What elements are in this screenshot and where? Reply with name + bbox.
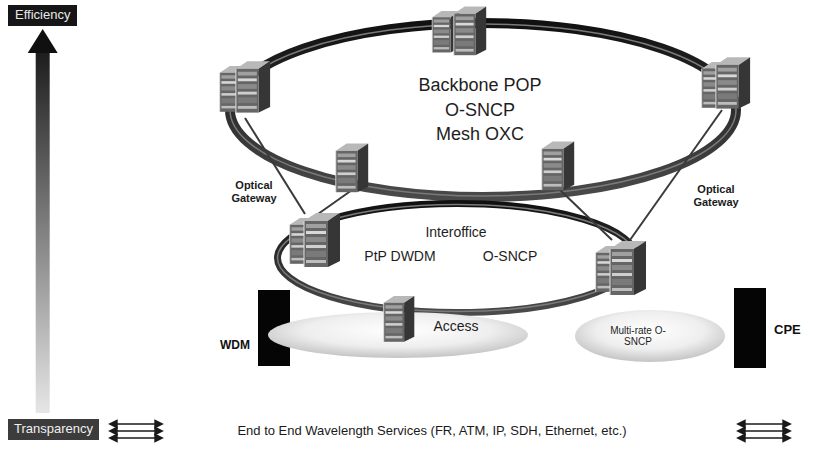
ellipse-fill (575, 310, 725, 362)
double-arrow (738, 437, 790, 439)
ring-label: Backbone POP (418, 75, 541, 96)
ring-highlight (230, 24, 736, 196)
gradient-arrow (36, 53, 50, 413)
multirate-ellipse: Multi-rate O-SNCP (575, 310, 725, 362)
equipment-rack (542, 142, 574, 191)
device-label: CPE (774, 323, 801, 338)
gateway-label: Optical Gateway (687, 183, 745, 208)
optical-gateway-rack (304, 213, 340, 267)
device-label: WDM (220, 339, 250, 353)
ring-stroke (230, 23, 736, 197)
ring-label: Access (433, 318, 478, 334)
efficiency-box: Efficiency (8, 5, 77, 26)
gateway-label: Optical Gateway (225, 179, 283, 204)
ring-label: PtP DWDM (364, 248, 435, 264)
ring-stroke (278, 204, 637, 313)
equipment-rack (336, 144, 368, 193)
arrow-head (28, 29, 58, 53)
ring-label: O-SNCP (483, 248, 537, 264)
ring-highlight (278, 205, 637, 312)
box-label: Transparency (14, 422, 93, 437)
transparency-box: Transparency (8, 419, 99, 440)
ring-label: Multi-rate O-SNCP (603, 325, 673, 348)
equipment-rack (236, 61, 270, 112)
double-arrows (110, 424, 790, 438)
equipment-rack (454, 7, 486, 56)
connector-group (28, 29, 58, 413)
ring-label: O-SNCP (445, 100, 515, 121)
double-arrow (110, 437, 162, 439)
optical-gateway-rack (610, 241, 646, 295)
ring-label: Mesh OXC (436, 124, 524, 145)
access-rack (384, 296, 415, 342)
service-caption: End to End Wavelength Services (FR, ATM,… (237, 424, 626, 439)
ring-label: Interoffice (425, 224, 486, 240)
double-arrow (738, 423, 790, 425)
double-arrow (110, 423, 162, 425)
cpe-box: CPE (734, 288, 766, 368)
double-arrow (738, 430, 790, 432)
double-arrow (110, 430, 162, 432)
equipment-rack (716, 57, 750, 108)
link-line (318, 190, 352, 214)
box-label: Efficiency (15, 8, 70, 23)
ellipse-fill (268, 312, 528, 358)
